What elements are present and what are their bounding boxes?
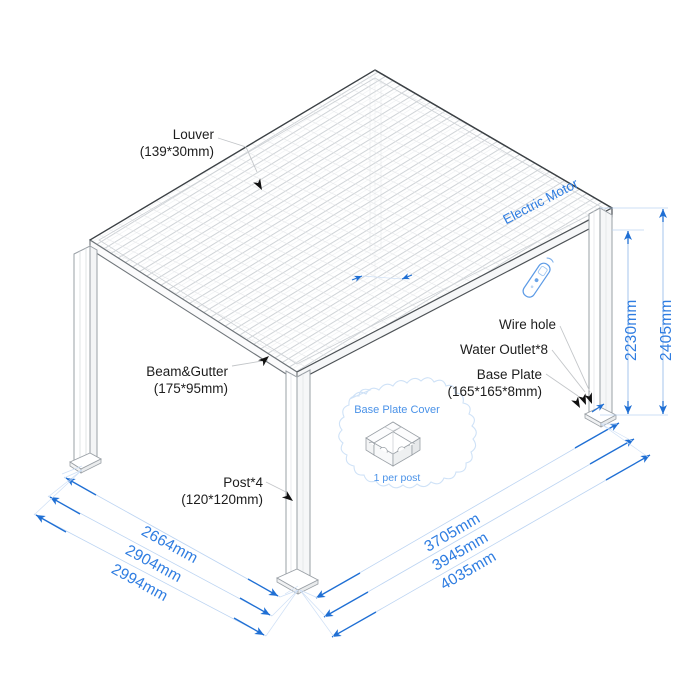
hidden-construction-lines — [296, 70, 376, 377]
remote-control-icon — [522, 257, 554, 298]
dim-2904 — [47, 495, 273, 617]
leader-louver — [217, 137, 258, 173]
post-right — [584, 207, 617, 428]
dim-4035 — [331, 454, 651, 638]
leader-beam — [231, 359, 269, 367]
roof-ridge-back-left — [89, 69, 376, 241]
post-back-left — [69, 245, 102, 474]
depth-dimensions-left — [33, 465, 299, 637]
dim-2994 — [33, 513, 267, 637]
roof-ridge-back-right — [374, 69, 613, 209]
base-plate-cover-inset — [338, 377, 477, 489]
callout-leaders — [217, 137, 592, 501]
leader-post — [265, 481, 287, 493]
dim-2664 — [63, 476, 281, 598]
dim-3945 — [323, 438, 635, 618]
leader-water-outlet — [551, 349, 586, 393]
roof-span-arrows — [351, 273, 413, 282]
roof-assembly — [88, 69, 614, 383]
width-dimensions-right — [299, 403, 651, 638]
base-plate-cover-3d — [365, 421, 421, 467]
dim-3705 — [315, 422, 620, 599]
post-back-right — [369, 78, 382, 251]
height-dimensions — [600, 207, 668, 416]
post-front — [276, 369, 319, 595]
leader-base-plate — [545, 373, 579, 397]
leader-wire-hole — [559, 325, 591, 393]
